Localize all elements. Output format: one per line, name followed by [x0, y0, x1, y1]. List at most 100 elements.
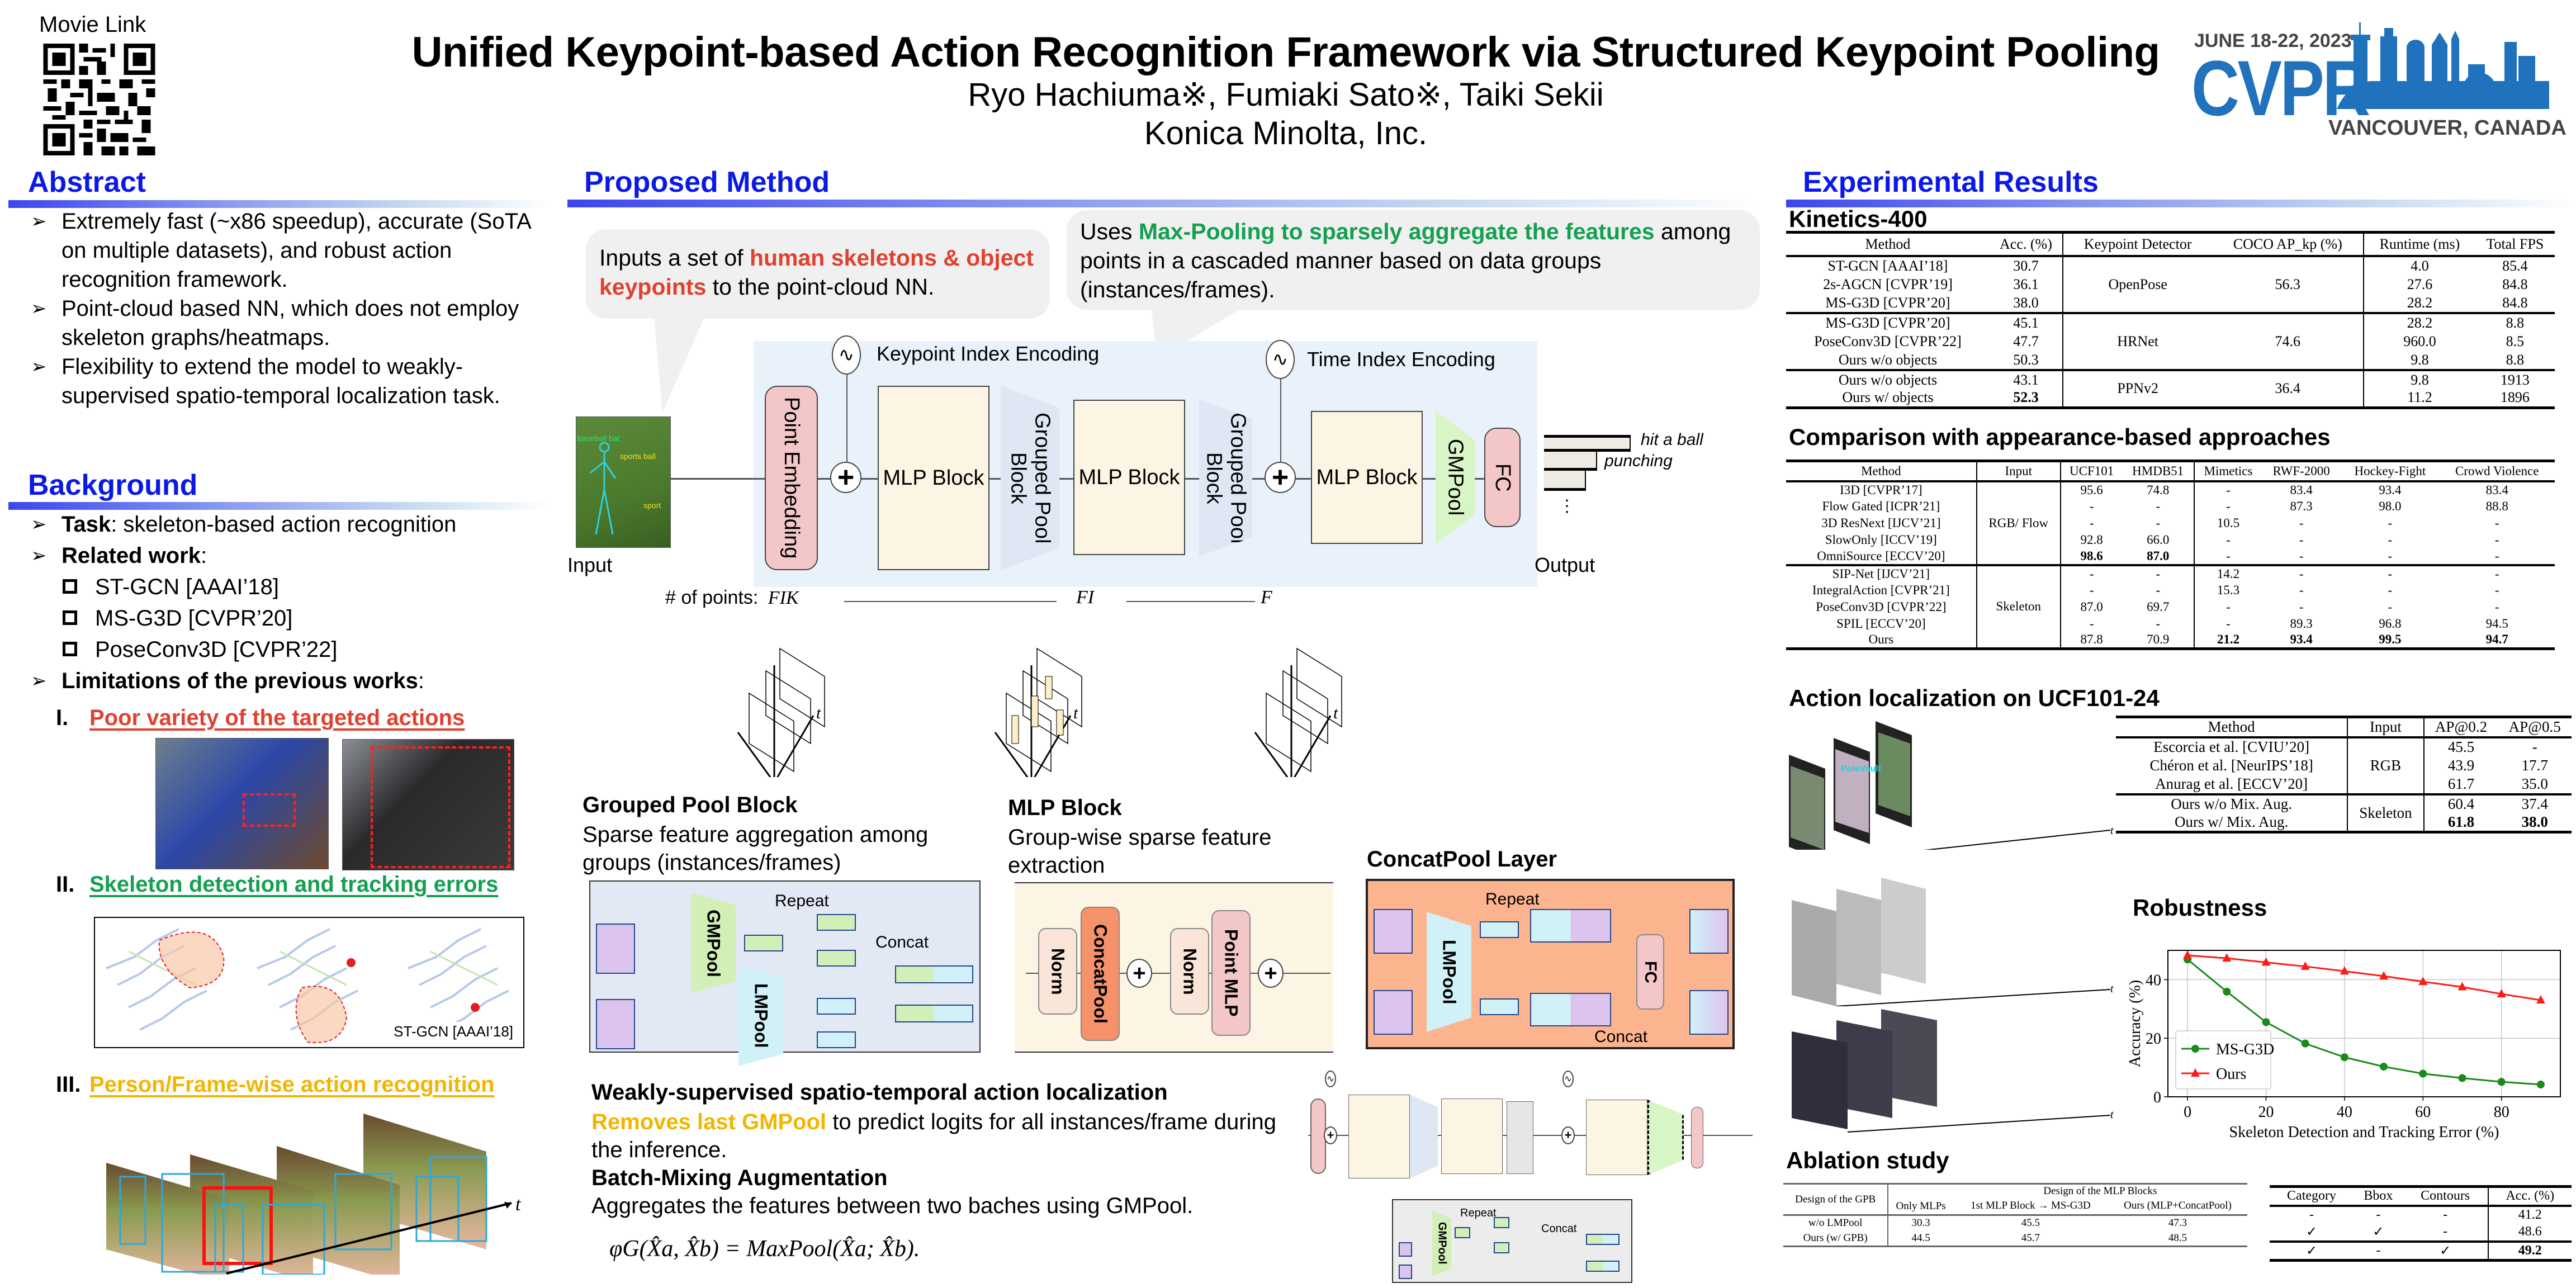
- localization-pipeline-diagram: ∿ + ∿ + GMPool Repeat Concat: [1308, 1071, 1755, 1286]
- vancouver-skyline-icon: [2337, 22, 2549, 109]
- ablation-heading: Ablation study: [1786, 1147, 1949, 1173]
- score-cell: -: [2122, 514, 2195, 532]
- score-cell: 74.8: [2122, 481, 2195, 498]
- score-cell: -: [2494, 532, 2499, 547]
- data-point: [2183, 950, 2193, 959]
- score-cell: -: [2299, 548, 2304, 563]
- method-cell: Ours w/o objects: [1838, 351, 1938, 368]
- output-feature: [1689, 909, 1729, 954]
- ap05-cell: -: [2532, 738, 2537, 755]
- method-cell: Ours: [1786, 632, 1977, 649]
- score-cell: 95.6: [2080, 482, 2103, 497]
- weakly-supervised-description: Removes last GMPool to predict logits fo…: [591, 1110, 1276, 1162]
- score-cell: -: [2226, 532, 2231, 547]
- grouped-pool-block: [1410, 1095, 1438, 1178]
- arrow-bullet-icon: ➢: [31, 356, 47, 377]
- time-encoding-label: Time Index Encoding: [1307, 348, 1495, 371]
- sports-tag: sport: [643, 501, 661, 510]
- arrow-bullet-icon: ➢: [31, 211, 47, 232]
- ap05-cell: 35.0: [2521, 775, 2548, 792]
- method-cell: PoseConv3D [CVPR’22]: [1786, 598, 1977, 615]
- qr-code-icon[interactable]: [42, 44, 157, 155]
- x-tick-label: 40: [2337, 1104, 2352, 1121]
- runtime-cell: 9.8: [2411, 371, 2429, 388]
- time-encoding-icon: ∿: [1266, 340, 1295, 379]
- score-cell: 87.0: [2122, 548, 2195, 565]
- score-cell: 87.0: [2080, 599, 2103, 614]
- score-cell: -: [2299, 566, 2304, 581]
- score-cell: -: [2089, 499, 2094, 513]
- kinetics-heading: Kinetics-400: [1789, 206, 1928, 232]
- proposed-method-heading-bar: [567, 200, 1761, 207]
- bubble-tail: [654, 318, 704, 413]
- accuracy-cell: 36.1: [1989, 274, 2063, 294]
- output-feature: [1689, 990, 1729, 1035]
- method-cell: IntegralAction [CVPR’21]: [1786, 581, 1977, 599]
- runtime-cell: 28.2: [2407, 294, 2433, 311]
- method-cell: Ours w/ objects: [1842, 389, 1934, 406]
- background-list: ➢Task: skeleton-based action recognition…: [6, 509, 559, 697]
- data-point: [2418, 977, 2428, 986]
- concatpool-diagram: LMPool Repeat FC Concat: [1366, 879, 1735, 1049]
- score-cell: 83.4: [2485, 482, 2508, 497]
- video-frame: [106, 1163, 229, 1275]
- score-cell: 99.5: [2379, 632, 2402, 647]
- accuracy-cell: 45.1: [1989, 312, 2063, 332]
- concat-feature: [895, 1005, 973, 1022]
- time-axis-label: t: [816, 704, 821, 722]
- pooled-frames-sketch: [1254, 647, 1342, 777]
- data-point: [2419, 1069, 2427, 1078]
- series-line-ms-g3d: [2187, 959, 2541, 1086]
- horse-grooming-photo: [342, 739, 514, 870]
- residual-add-icon: +: [1258, 959, 1284, 988]
- method-cell: Chéron et al. [NeurIPS’18]: [2116, 756, 2348, 775]
- task-bullet: ➢Task: skeleton-based action recognition: [6, 509, 559, 540]
- ablation-row-label: w/o LMPool: [1783, 1215, 1889, 1231]
- repeat-label: Repeat: [775, 892, 829, 910]
- more-classes-ellipsis: ⋮: [1559, 497, 1575, 515]
- gpb-design-header: Design of the GPB: [1783, 1183, 1889, 1215]
- time-encoding-icon: ∿: [1562, 1071, 1574, 1087]
- conference-name: CVPR: [2191, 44, 2370, 132]
- gpb-description: Sparse feature aggregation among groups …: [583, 822, 929, 875]
- mlp-heading: MLP Block: [1008, 795, 1122, 820]
- check-cell: -: [2403, 1223, 2489, 1242]
- input-frame-photo: baseball bat sports ball sport: [576, 416, 671, 548]
- accuracy-cell: 30.7: [1989, 255, 2063, 275]
- legend-label: MS-G3D: [2216, 1041, 2274, 1058]
- col-ms-g3d: 1st MLP Block → MS-G3D: [1971, 1199, 2091, 1211]
- conference-dates: JUNE 18-22, 2023: [2194, 30, 2352, 51]
- time-axis-label: t: [515, 1194, 522, 1215]
- grouped-pool-block-highlighted: [1507, 1101, 1533, 1174]
- add-icon: +: [1324, 1126, 1337, 1144]
- experimental-results-heading: Experimental Results: [1803, 166, 2099, 198]
- data-point: [2262, 1018, 2270, 1026]
- add-keypoint-encoding-icon: +: [830, 462, 861, 493]
- feature-box-purple: [1374, 990, 1413, 1035]
- related-work-bullet: ➢Related work:: [6, 540, 559, 571]
- arrow-bullet-icon: ➢: [31, 670, 47, 692]
- score-cell: 83.4: [2290, 482, 2313, 497]
- ap05-cell: 37.4: [2521, 795, 2548, 812]
- y-axis-label: Accuracy (%): [2127, 980, 2144, 1067]
- square-bullet-icon: [63, 610, 77, 625]
- score-cell: 98.0: [2379, 499, 2402, 513]
- runtime-cell: 28.2: [2407, 314, 2433, 331]
- runtime-cell: 9.8: [2411, 351, 2429, 368]
- fps-cell: 8.8: [2506, 314, 2525, 331]
- appearance-heading: Comparison with appearance-based approac…: [1789, 424, 2331, 450]
- removed-gmpool-block: [1647, 1100, 1684, 1175]
- baseball-bat-tag: baseball bat: [577, 434, 620, 443]
- fps-cell: 1913: [2500, 371, 2530, 388]
- score-cell: 89.3: [2290, 616, 2313, 631]
- mlp-block-1: MLP Block: [878, 386, 989, 570]
- method-cell: I3D [CVPR’17]: [1786, 481, 1977, 498]
- points-arrow-2: [1126, 601, 1255, 602]
- score-cell: -: [2388, 515, 2393, 530]
- method-cell: ST-GCN [AAAI’18]: [1827, 257, 1948, 274]
- score-cell: -: [2299, 583, 2304, 597]
